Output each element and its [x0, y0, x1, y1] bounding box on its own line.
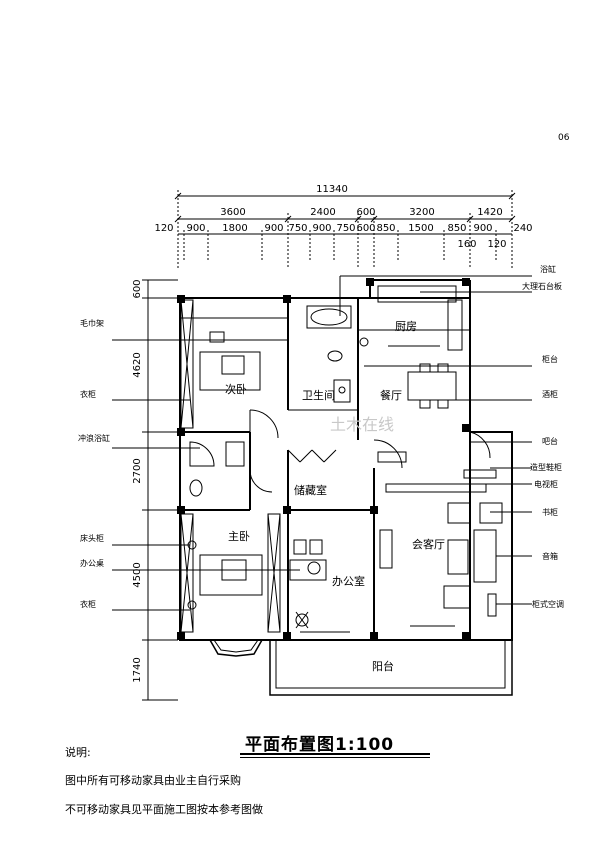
right-label-0: 浴缸 — [540, 264, 556, 274]
dim-row2-9: 1500 — [408, 223, 433, 234]
right-label-5: 造型鞋柜 — [530, 462, 562, 472]
dim-row2-sub-0: 160 — [457, 239, 476, 250]
right-label-9: 柜式空调 — [532, 599, 564, 609]
left-label-3: 床头柜 — [80, 533, 104, 543]
dim-row2-5: 900 — [312, 223, 331, 234]
right-label-7: 书柜 — [542, 507, 558, 517]
dim-row2-7: 600 — [356, 223, 375, 234]
left-label-5: 衣柜 — [80, 599, 96, 609]
dim-row2-1: 900 — [186, 223, 205, 234]
floor-plan: 11340 3600 2400 600 3200 1420 120 900 18… — [78, 184, 564, 701]
overall-dimension: 11340 — [316, 184, 348, 195]
room-dining: 餐厅 — [380, 388, 402, 402]
room-second-bedroom: 次卧 — [225, 382, 247, 396]
dim-row2-10: 850 — [447, 223, 466, 234]
dim-row1-4: 1420 — [477, 207, 502, 218]
dim-row2-0: 120 — [154, 223, 173, 234]
dim-row2-4: 750 — [288, 223, 307, 234]
title-text: 平面布置图 — [245, 735, 335, 755]
drawing-title: 平面布置图1:100 — [245, 730, 394, 755]
dim-row2-6: 750 — [336, 223, 355, 234]
left-dim-3: 4500 — [132, 562, 143, 587]
room-living: 会客厅 — [412, 537, 445, 551]
left-label-1: 衣柜 — [80, 389, 96, 399]
dim-row2-8: 850 — [376, 223, 395, 234]
right-label-2: 柜台 — [542, 354, 558, 364]
left-label-2: 冲浪浴缸 — [78, 433, 110, 443]
room-balcony: 阳台 — [372, 659, 394, 673]
dim-row2-sub-1: 120 — [487, 239, 506, 250]
right-label-8: 音箱 — [542, 551, 558, 561]
title-underline-thin — [240, 757, 430, 758]
left-dim-4: 1740 — [132, 657, 143, 682]
right-label-4: 吧台 — [542, 436, 558, 446]
title-underline — [240, 753, 430, 755]
right-label-1: 大理石台板 — [522, 281, 562, 291]
notes-heading: 说明: — [65, 746, 91, 759]
dim-row1-3: 3200 — [409, 207, 434, 218]
note-1: 图中所有可移动家具由业主自行采购 — [65, 774, 241, 787]
left-label-0: 毛巾架 — [80, 318, 104, 328]
watermark: 土木在线 — [330, 415, 394, 434]
dim-row2-2: 1800 — [222, 223, 247, 234]
left-dim-2: 2700 — [132, 458, 143, 483]
left-dim-0: 600 — [132, 279, 143, 298]
left-dim-1: 4620 — [132, 352, 143, 377]
room-office: 办公室 — [332, 574, 365, 588]
room-storage: 储藏室 — [294, 483, 327, 497]
dim-row2-3: 900 — [264, 223, 283, 234]
page-number: 06 — [558, 133, 570, 143]
room-kitchen: 厨房 — [395, 320, 417, 333]
title-scale: 1:100 — [335, 735, 395, 755]
room-bathroom: 卫生间 — [302, 388, 335, 402]
right-label-6: 电视柜 — [534, 479, 558, 489]
dim-row1-0: 3600 — [220, 207, 245, 218]
note-2: 不可移动家具见平面施工图按本参考图做 — [65, 803, 263, 816]
room-master-bedroom: 主卧 — [228, 530, 250, 543]
dim-row1-1: 2400 — [310, 207, 335, 218]
dim-row2-12: 240 — [513, 223, 532, 234]
dim-row1-2: 600 — [356, 207, 375, 218]
right-label-3: 酒柜 — [542, 389, 558, 399]
left-label-4: 办公桌 — [80, 558, 104, 568]
dim-row2-11: 900 — [473, 223, 492, 234]
